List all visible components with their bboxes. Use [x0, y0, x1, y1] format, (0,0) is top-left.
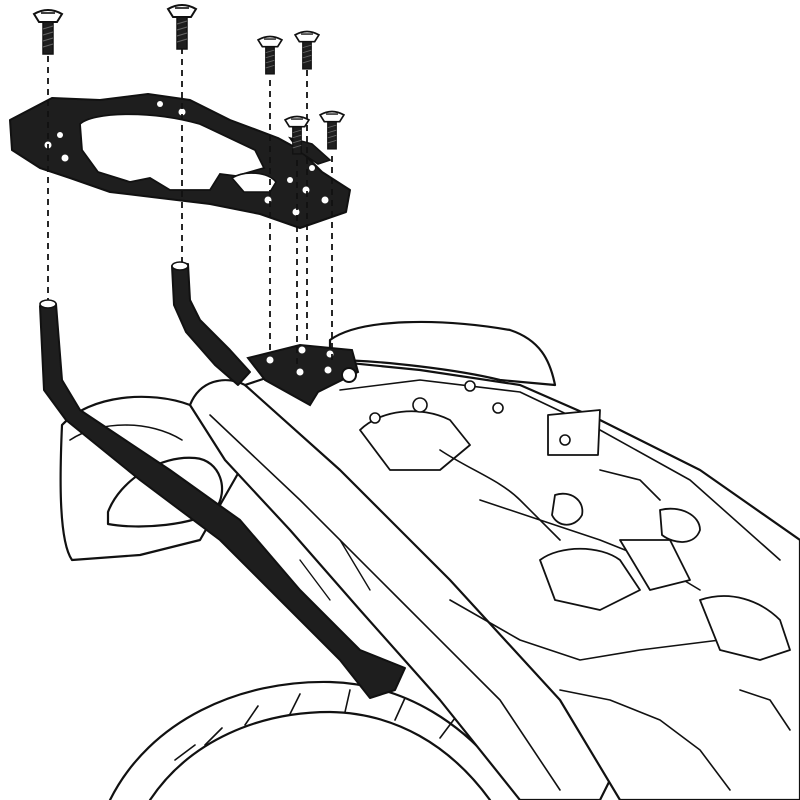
assembly-guide-lines	[47, 48, 333, 368]
rear-bracket	[246, 343, 360, 407]
screw-3	[257, 35, 283, 75]
screw-4	[294, 30, 320, 70]
mounting-plate	[9, 93, 351, 229]
screw-2	[167, 4, 197, 50]
right-support-arm	[171, 261, 251, 386]
left-support-arm	[39, 299, 406, 699]
tail-body	[243, 358, 800, 800]
screw-1	[33, 9, 63, 55]
seat-cowl	[328, 320, 557, 387]
rear-tyre	[108, 680, 522, 800]
screw-6	[319, 110, 345, 150]
motorcycle-tail	[59, 320, 800, 800]
